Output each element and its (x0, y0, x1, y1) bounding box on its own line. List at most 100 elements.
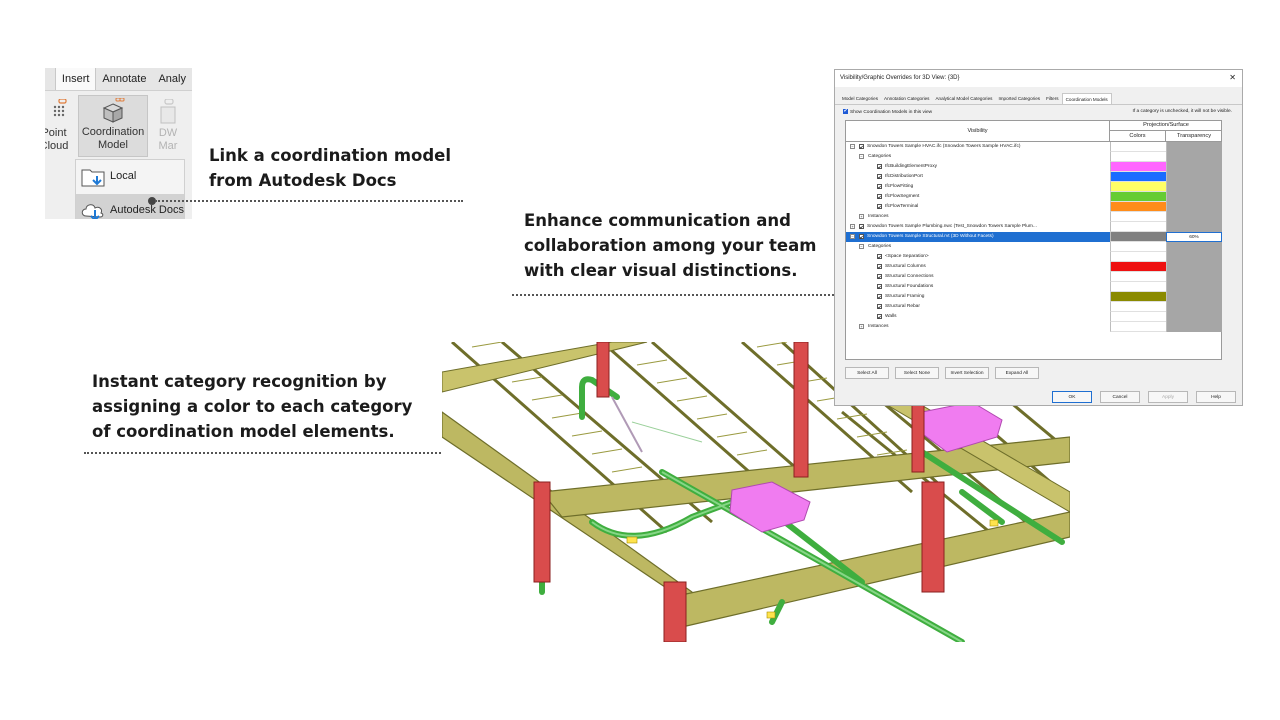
color-swatch[interactable] (1110, 142, 1166, 152)
color-swatch[interactable] (1110, 262, 1166, 272)
visibility-checkbox[interactable] (877, 173, 882, 183)
table-row[interactable]: IfcFlowSegment (846, 192, 1222, 203)
table-row[interactable]: IfcDistributionPort (846, 172, 1222, 183)
transparency-cell[interactable] (1166, 312, 1222, 322)
apply-button[interactable]: Apply (1148, 391, 1188, 403)
transparency-cell[interactable] (1166, 162, 1222, 172)
tree-expander-icon[interactable]: − (850, 234, 855, 239)
color-swatch[interactable] (1110, 312, 1166, 322)
table-row[interactable]: −Snowdon Towers Sample HVAC.ifc (Snowdon… (846, 142, 1222, 153)
visibility-checkbox[interactable] (859, 223, 864, 233)
color-swatch[interactable] (1110, 322, 1166, 332)
visibility-checkbox[interactable] (877, 163, 882, 173)
color-swatch[interactable] (1110, 172, 1166, 182)
tab-filters[interactable]: Filters (1046, 96, 1059, 101)
table-row[interactable]: <Space Separation> (846, 252, 1222, 263)
transparency-cell[interactable]: 60% (1166, 232, 1222, 242)
transparency-cell[interactable] (1166, 222, 1222, 232)
transparency-cell[interactable] (1166, 182, 1222, 192)
color-swatch[interactable] (1110, 302, 1166, 312)
table-row[interactable]: +Instances (846, 322, 1222, 332)
transparency-cell[interactable] (1166, 192, 1222, 202)
ribbon-tab-analyze[interactable]: Analy (158, 73, 186, 85)
table-row[interactable]: Structural Connections (846, 272, 1222, 283)
invert-selection-button[interactable]: Invert Selection (945, 367, 989, 379)
table-row[interactable]: IfcBuildingElementProxy (846, 162, 1222, 173)
visibility-checkbox[interactable] (877, 253, 882, 263)
tab-annotation-categories[interactable]: Annotation Categories (884, 96, 930, 101)
visibility-checkbox[interactable] (877, 183, 882, 193)
transparency-cell[interactable] (1166, 292, 1222, 302)
transparency-cell[interactable] (1166, 172, 1222, 182)
point-cloud-button[interactable]: Point Cloud (45, 97, 69, 153)
visibility-checkbox[interactable] (877, 273, 882, 283)
help-button[interactable]: Help (1196, 391, 1236, 403)
tab-model-categories[interactable]: Model Categories (842, 96, 879, 101)
tab-analytical-model-categories[interactable]: Analytical Model Categories (935, 96, 993, 101)
visibility-checkbox[interactable] (877, 193, 882, 203)
tree-expander-icon[interactable]: + (859, 214, 864, 219)
color-swatch[interactable] (1110, 292, 1166, 302)
cancel-button[interactable]: Cancel (1100, 391, 1140, 403)
transparency-cell[interactable] (1166, 302, 1222, 312)
tree-expander-icon[interactable]: − (850, 144, 855, 149)
table-row[interactable]: IfcFlowTerminal (846, 202, 1222, 213)
table-row[interactable]: −Snowdon Towers Sample Structural.rvt (3… (846, 232, 1222, 243)
color-swatch[interactable] (1110, 222, 1166, 232)
transparency-cell[interactable] (1166, 322, 1222, 332)
ok-button[interactable]: OK (1052, 391, 1092, 403)
tree-expander-icon[interactable]: − (859, 244, 864, 249)
tab-imported-categories[interactable]: Imported Categories (998, 96, 1041, 101)
color-swatch[interactable] (1110, 192, 1166, 202)
table-row[interactable]: −Categories (846, 242, 1222, 252)
visibility-checkbox[interactable] (877, 303, 882, 313)
table-row[interactable]: Structural Columns (846, 262, 1222, 273)
transparency-cell[interactable] (1166, 202, 1222, 212)
color-swatch[interactable] (1110, 252, 1166, 262)
tree-expander-icon[interactable]: + (859, 324, 864, 329)
color-swatch[interactable] (1110, 152, 1166, 162)
expand-all-button[interactable]: Expand All (995, 367, 1039, 379)
table-row[interactable]: Walls (846, 312, 1222, 323)
table-row[interactable]: IfcFlowFitting (846, 182, 1222, 193)
select-none-button[interactable]: Select None (895, 367, 939, 379)
color-swatch[interactable] (1110, 212, 1166, 222)
visibility-checkbox[interactable] (877, 293, 882, 303)
tab-coordination-models[interactable]: Coordination Models (1061, 93, 1112, 104)
transparency-cell[interactable] (1166, 212, 1222, 222)
select-all-button[interactable]: Select All (845, 367, 889, 379)
visibility-checkbox[interactable] (877, 203, 882, 213)
transparency-cell[interactable] (1166, 242, 1222, 252)
transparency-cell[interactable] (1166, 272, 1222, 282)
ribbon-tab-annotate[interactable]: Annotate (102, 73, 147, 85)
transparency-cell[interactable] (1166, 282, 1222, 292)
coordination-model-button[interactable]: Coordination Model (78, 95, 148, 157)
visibility-checkbox[interactable] (877, 283, 882, 293)
visibility-checkbox[interactable] (859, 233, 864, 243)
dwf-markup-button[interactable]: DW Mar (151, 97, 185, 153)
visibility-checkbox[interactable] (877, 313, 882, 323)
table-row[interactable]: Structural Rebar (846, 302, 1222, 313)
color-swatch[interactable] (1110, 202, 1166, 212)
table-row[interactable]: −Categories (846, 152, 1222, 162)
color-swatch[interactable] (1110, 282, 1166, 292)
visibility-checkbox[interactable] (859, 143, 864, 153)
color-swatch[interactable] (1110, 232, 1166, 242)
close-icon[interactable]: ✕ (1229, 73, 1236, 82)
dropdown-item-local[interactable]: Local (76, 160, 184, 194)
color-swatch[interactable] (1110, 182, 1166, 192)
table-row[interactable]: Structural Framing (846, 292, 1222, 303)
table-row[interactable]: Structural Foundations (846, 282, 1222, 293)
ribbon-tab-insert[interactable]: Insert (54, 68, 97, 90)
table-row[interactable]: +Snowdon Towers Sample Plumbing.nwc (Tes… (846, 222, 1222, 233)
color-swatch[interactable] (1110, 272, 1166, 282)
color-swatch[interactable] (1110, 242, 1166, 252)
table-row[interactable]: +Instances (846, 212, 1222, 222)
tree-expander-icon[interactable]: + (850, 224, 855, 229)
show-coordination-models-checkbox[interactable]: Show Coordination Models in this view (843, 108, 932, 115)
color-swatch[interactable] (1110, 162, 1166, 172)
transparency-cell[interactable] (1166, 262, 1222, 272)
transparency-cell[interactable] (1166, 252, 1222, 262)
transparency-cell[interactable] (1166, 152, 1222, 162)
dropdown-item-autodesk-docs[interactable]: Autodesk Docs (76, 194, 184, 219)
